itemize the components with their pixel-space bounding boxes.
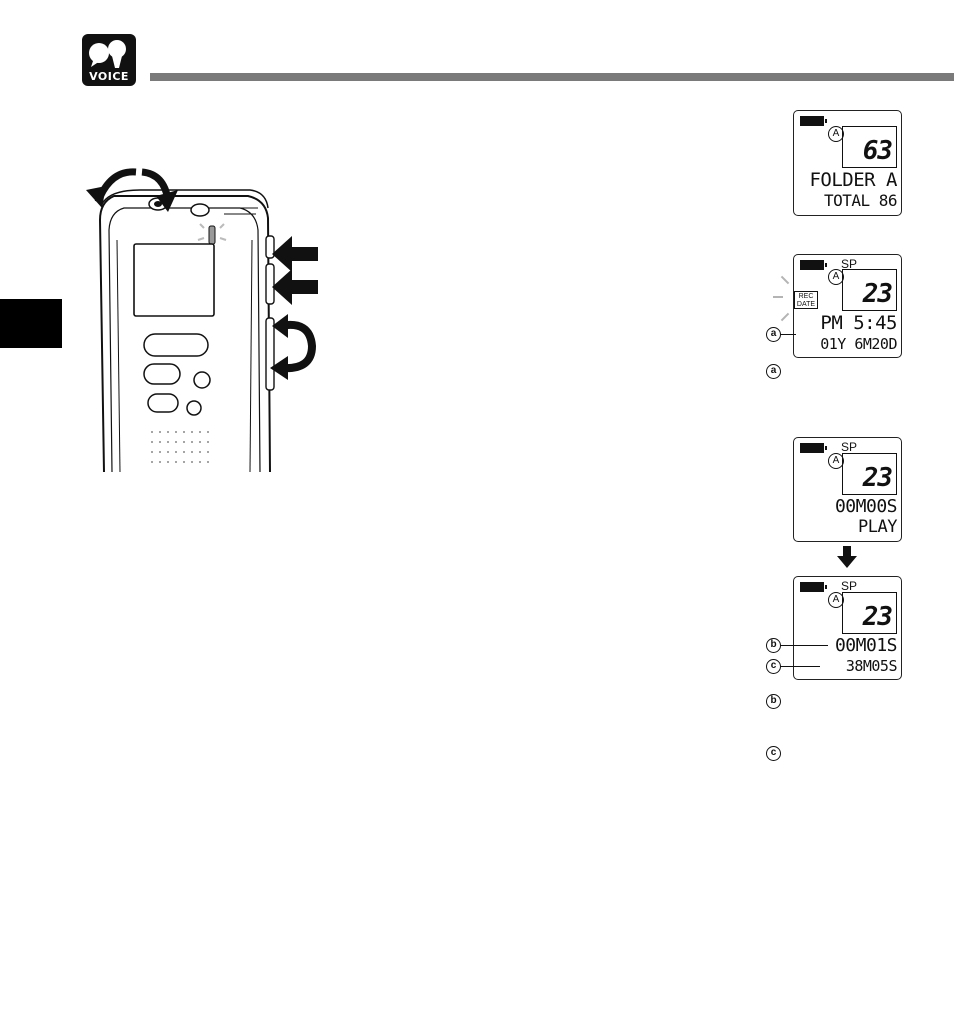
play-status: PLAY — [858, 517, 897, 537]
legend-b: b — [766, 694, 781, 709]
folder-indicator: A — [828, 453, 844, 469]
mode-label: SP — [841, 579, 858, 593]
total-line: TOTAL 86 — [823, 191, 898, 210]
header-rule — [150, 73, 954, 81]
flash-ray — [780, 275, 790, 285]
rotate-arrow-icon — [270, 314, 317, 380]
flash-ray — [773, 296, 783, 298]
rec-date-indicator: REC DATE — [794, 291, 818, 309]
remaining-time: 38M05S — [845, 657, 898, 675]
folder-indicator: A — [828, 592, 844, 608]
callout-b: b — [766, 638, 781, 653]
battery-icon — [800, 443, 827, 453]
display-folder-total: A 63 FOLDER A TOTAL 86 — [793, 110, 902, 216]
voice-logo: VOICE — [82, 34, 136, 86]
file-number-box: 23 — [842, 453, 897, 495]
arrow-left-icon — [272, 236, 318, 272]
elapsed-time: 00M00S — [834, 496, 898, 517]
date-line: 01Y 6M20D — [820, 335, 897, 353]
rec-label: REC — [798, 293, 814, 300]
display-play-start: SP A 23 00M00S PLAY — [793, 437, 902, 542]
file-number: 23 — [862, 279, 893, 309]
recorder-illustration — [86, 168, 275, 472]
file-number: 23 — [862, 602, 893, 632]
file-number-box: 23 — [842, 592, 897, 634]
legend-c: c — [766, 746, 781, 761]
arrow-left-icon — [272, 269, 318, 305]
down-arrow-icon — [837, 546, 857, 568]
file-count: 63 — [862, 136, 893, 166]
battery-icon — [800, 116, 827, 126]
callout-a: a — [766, 327, 781, 342]
callout-leader — [780, 334, 796, 335]
display-rec-date: SP A 23 REC DATE PM 5:45 01Y 6M20D — [793, 254, 902, 358]
file-number: 23 — [862, 463, 893, 493]
flash-ray — [780, 312, 790, 322]
battery-icon — [800, 582, 827, 592]
display-playing: SP A 23 00M01S 38M05S — [793, 576, 902, 680]
file-count-box: 63 — [842, 126, 897, 168]
folder-indicator: A — [828, 126, 844, 142]
time-line: PM 5:45 — [820, 312, 897, 334]
folder-line: FOLDER A — [809, 169, 897, 191]
logo-text: VOICE — [89, 70, 129, 83]
folder-indicator: A — [828, 269, 844, 285]
callout-c: c — [766, 659, 781, 674]
callout-leader — [780, 645, 828, 646]
battery-icon — [800, 260, 827, 270]
file-number-box: 23 — [842, 269, 897, 311]
mode-label: SP — [841, 440, 858, 454]
mode-label: SP — [841, 257, 858, 271]
callout-leader — [780, 666, 820, 667]
elapsed-time: 00M01S — [834, 635, 898, 656]
legend-a: a — [766, 364, 781, 379]
chapter-tab — [0, 299, 62, 348]
date-label: DATE — [796, 301, 816, 308]
